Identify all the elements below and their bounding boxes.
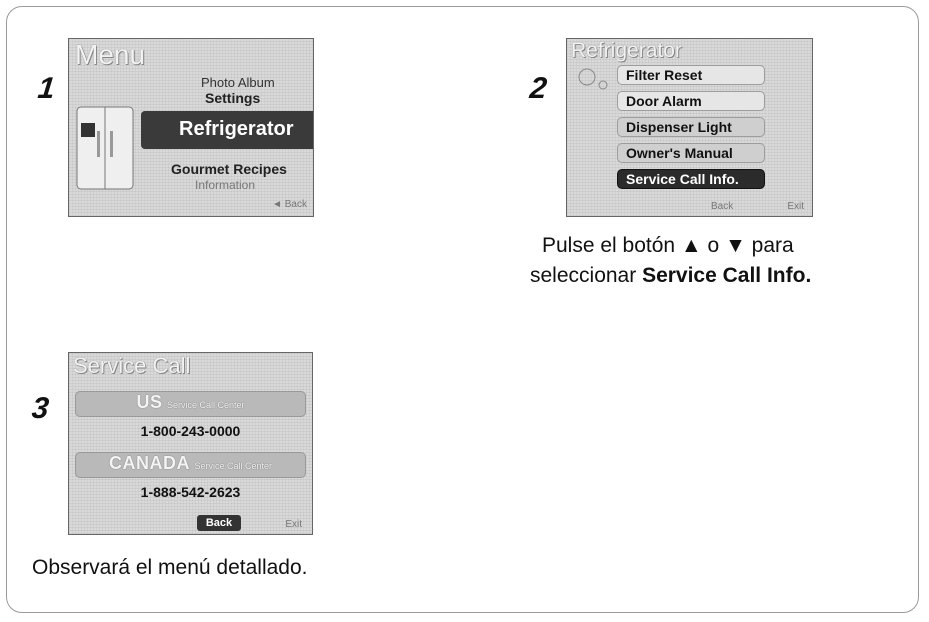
screen-title: Menu	[75, 39, 146, 70]
caption-prefix: seleccionar	[530, 264, 643, 287]
refrigerator-screen: Refrigerator Filter Reset Door Alarm Dis…	[566, 38, 813, 217]
menu-item-door-alarm[interactable]: Door Alarm	[617, 91, 765, 111]
step-3-caption: Observará el menú detallado.	[32, 556, 308, 579]
caption-bold-target: Service Call Info.	[642, 264, 812, 287]
menu-item-refrigerator-label: Refrigerator	[179, 118, 294, 140]
step-2-caption-line-1: Pulse el botón ▲ o ▼ para	[542, 234, 794, 257]
menu-item-filter-reset[interactable]: Filter Reset	[617, 65, 765, 85]
refrigerator-icon	[76, 106, 134, 190]
screen-title: Service Call	[73, 353, 191, 378]
service-call-screen: Service Call US Service Call Center 1-80…	[68, 352, 313, 535]
step-number-2: 2	[528, 72, 549, 105]
screen-title: Refrigerator	[571, 39, 682, 62]
bubbles-icon	[578, 68, 608, 90]
menu-item-owners-manual[interactable]: Owner's Manual	[617, 143, 765, 163]
canada-service-center-band: CANADA Service Call Center	[75, 452, 306, 478]
canada-phone-number: 1-888-542-2623	[140, 484, 241, 500]
us-sub-label: Service Call Center	[166, 400, 245, 410]
canada-sub-label: Service Call Center	[194, 461, 272, 471]
menu-screen: Menu Photo Album Settings Refrigerator G…	[68, 38, 314, 217]
exit-button[interactable]: Exit	[787, 201, 804, 212]
back-button[interactable]: Back	[197, 515, 241, 531]
menu-item-information[interactable]: Information	[195, 178, 256, 192]
us-service-center-band: US Service Call Center	[75, 391, 306, 417]
menu-item-photo-album[interactable]: Photo Album	[201, 75, 275, 90]
exit-button[interactable]: Exit	[285, 519, 302, 530]
us-phone-number: 1-800-243-0000	[140, 423, 241, 439]
canada-label: CANADA	[109, 453, 190, 473]
step-number-3: 3	[30, 392, 51, 425]
instruction-frame	[6, 6, 919, 613]
menu-item-gourmet-recipes[interactable]: Gourmet Recipes	[171, 161, 287, 177]
menu-item-service-call-info-selected[interactable]: Service Call Info.	[617, 169, 765, 189]
back-button[interactable]: ◄ Back	[272, 199, 307, 210]
step-number-1: 1	[36, 72, 57, 105]
back-button[interactable]: Back	[711, 201, 734, 212]
menu-item-settings[interactable]: Settings	[205, 90, 261, 106]
step-2-caption-line-2: seleccionar Service Call Info.	[530, 262, 811, 290]
us-label: US	[136, 392, 163, 412]
menu-item-dispenser-light[interactable]: Dispenser Light	[617, 117, 765, 137]
menu-item-refrigerator-selected[interactable]: Refrigerator	[141, 111, 313, 149]
